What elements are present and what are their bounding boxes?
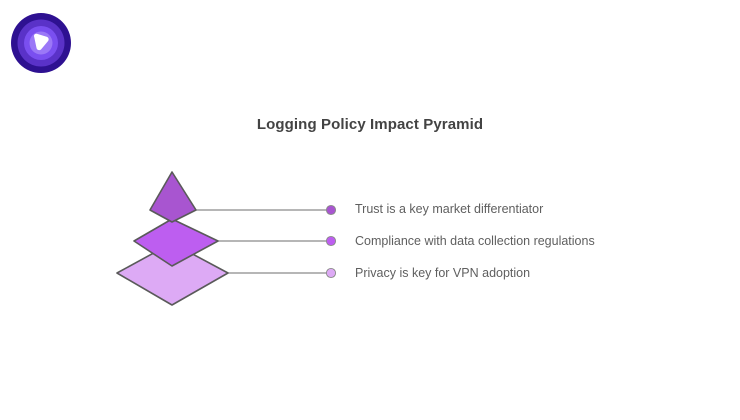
page-title: Logging Policy Impact Pyramid [256,116,484,133]
callout-dot-0[interactable] [325,204,337,216]
logo-play-mark [33,33,49,51]
purevpn-logo-icon [10,12,72,74]
callout-label-0: Trust is a key market differentiator [355,202,544,216]
pyramid-level-2[interactable] [133,218,219,267]
callout-dot-2[interactable] [325,267,337,279]
callout-label-1: Compliance with data collection regulati… [355,234,595,248]
pyramid-level-1[interactable] [149,171,197,223]
callout-dot-1[interactable] [325,235,337,247]
callout-label-2: Privacy is key for VPN adoption [355,266,531,280]
